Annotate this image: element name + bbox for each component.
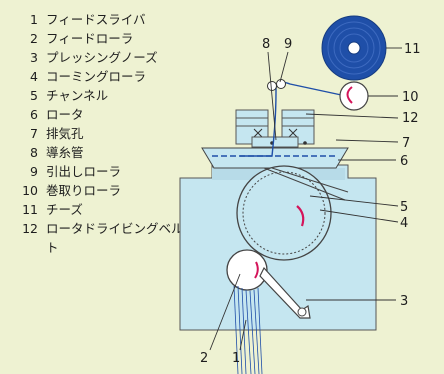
- combing-roller: [236, 165, 332, 261]
- callout-8: 8: [262, 37, 270, 52]
- callout-5: 5: [400, 200, 408, 215]
- callout-1: 1: [232, 351, 240, 366]
- callout-9: 9: [284, 37, 292, 52]
- rotor-housing: [201, 147, 349, 169]
- take-up-roller: [339, 81, 369, 111]
- callout-12: 12: [402, 111, 419, 126]
- callout-10: 10: [402, 90, 419, 105]
- callout-2: 2: [200, 351, 208, 366]
- callout-7: 7: [402, 136, 410, 151]
- callout-6: 6: [400, 154, 408, 169]
- draw-off-roller-a: [267, 81, 277, 91]
- bearing-crosses: [253, 128, 298, 138]
- combing-roller-arrow: [296, 205, 305, 227]
- feed-roller: [226, 249, 268, 291]
- feed-roller-arrow: [254, 261, 259, 279]
- callout-11: 11: [404, 42, 421, 57]
- draw-off-roller-b: [276, 79, 286, 89]
- callout-4: 4: [400, 216, 408, 231]
- callout-3: 3: [400, 294, 408, 309]
- leader-lines: [209, 47, 402, 351]
- take-up-roller-arrow: [346, 86, 353, 104]
